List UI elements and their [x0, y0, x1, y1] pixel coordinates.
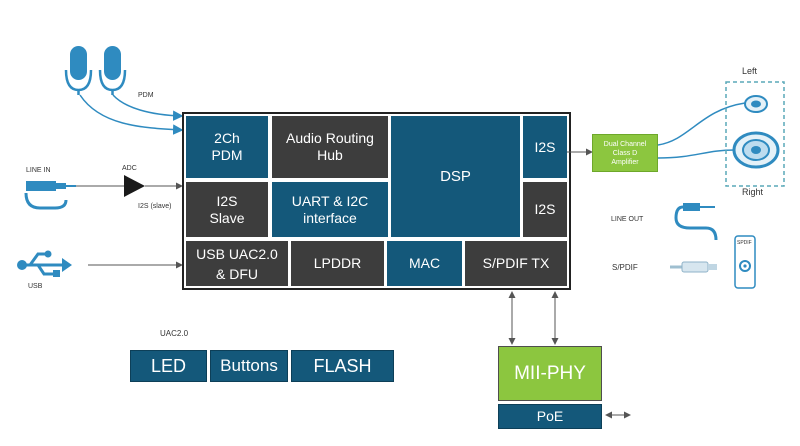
right-speaker-label: Right: [742, 187, 764, 197]
optical-cable-icon: [670, 261, 717, 273]
poe-block: PoE: [498, 404, 602, 429]
spdif-tx-block: S/PDIF TX: [465, 241, 567, 286]
audio-jack-icon: [24, 181, 76, 210]
uart-i2c-block: UART & I2C interface: [272, 182, 388, 237]
lpddr-block: LPDDR: [291, 241, 384, 286]
line-out-label: LINE OUT: [611, 216, 644, 223]
usb-label: USB: [28, 283, 43, 290]
mii-phy-block: MII-PHY: [498, 346, 602, 401]
microphone-icon: [98, 46, 127, 95]
usb-icon: [17, 250, 72, 277]
speaker-icon: [744, 95, 768, 113]
i2s-slave-block: I2S Slave: [186, 182, 268, 237]
audio-jack-icon: [674, 203, 718, 241]
spdif-port-icon: [734, 235, 756, 289]
audio-routing-hub-block: Audio Routing Hub: [272, 116, 388, 178]
flash-block: FLASH: [291, 350, 394, 382]
speaker-icon: [732, 131, 780, 169]
pdm-label: PDM: [138, 92, 154, 99]
adc-triangle: [124, 175, 145, 197]
i2s-slave-label: I2S (slave): [138, 203, 172, 210]
usb-uac-block: USB UAC2.0 & DFU: [186, 241, 288, 286]
uac-label: UAC2.0: [160, 329, 189, 338]
left-speaker-label: Left: [742, 66, 758, 76]
buttons-block: Buttons: [210, 350, 288, 382]
adc-label: ADC: [122, 165, 137, 172]
spdif-port-label: SPDIF: [737, 240, 752, 246]
microphone-icon: [64, 46, 93, 95]
mac-block: MAC: [387, 241, 462, 286]
i2s-output-top-block: I2S: [523, 116, 567, 178]
pdm-block: 2Ch PDM: [186, 116, 268, 178]
led-block: LED: [130, 350, 207, 382]
dsp-block: DSP: [391, 116, 520, 237]
spdif-label: S/PDIF: [612, 263, 638, 272]
class-d-amplifier-block: Dual Channel Class D Amplifier: [592, 134, 658, 172]
line-in-label: LINE IN: [26, 167, 51, 174]
i2s-output-bottom-block: I2S: [523, 182, 567, 237]
